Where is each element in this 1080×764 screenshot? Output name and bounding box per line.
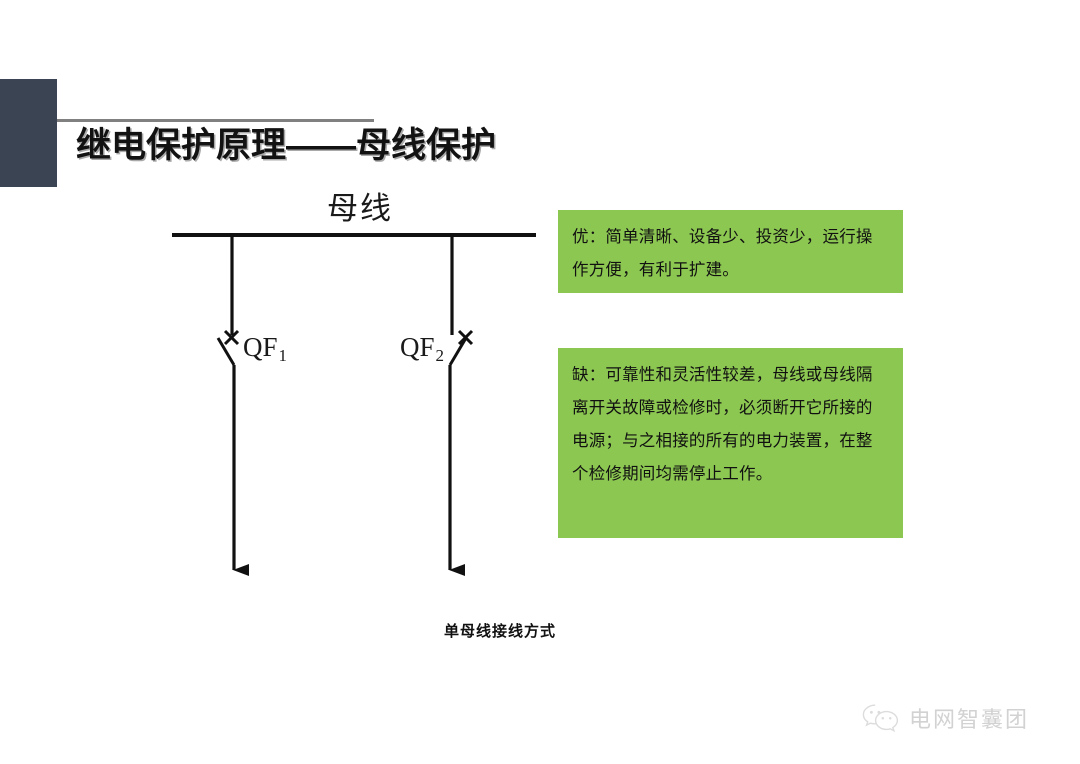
breaker-label-qf1-text: QF: [243, 332, 278, 362]
breaker-label-qf2-text: QF: [400, 332, 435, 362]
breaker-label-qf1-subscript: 1: [278, 346, 288, 365]
wechat-icon: [862, 704, 899, 733]
breaker-cross-qf2: [457, 329, 474, 346]
watermark: 电网智囊团: [862, 702, 1029, 734]
note-disadvantages: 缺：可靠性和灵活性较差，母线或母线隔离开关故障或检修时，必须断开它所接的电源；与…: [558, 348, 903, 538]
busbar-line: [172, 233, 536, 237]
breaker-label-qf2: QF2: [400, 332, 445, 365]
note-advantages: 优：简单清晰、设备少、投资少，运行操作方便，有利于扩建。: [558, 210, 903, 293]
page-title: 继电保护原理——母线保护: [76, 126, 497, 165]
title-accent-square: [0, 79, 57, 187]
title-rule: [57, 119, 374, 122]
busbar-label: 母线: [327, 191, 393, 226]
single-busbar-diagram: 母线: [150, 175, 570, 605]
feeder-branch-qf1: [216, 233, 249, 576]
feeder-branch-qf2: [448, 233, 474, 576]
watermark-text: 电网智囊团: [909, 707, 1030, 732]
breaker-label-qf1: QF1: [243, 332, 288, 365]
feeder-lines-svg: [216, 233, 474, 576]
diagram-caption: 单母线接线方式: [443, 623, 556, 640]
breaker-label-qf2-subscript: 2: [435, 346, 445, 365]
breaker-cross-qf1: [223, 329, 240, 346]
